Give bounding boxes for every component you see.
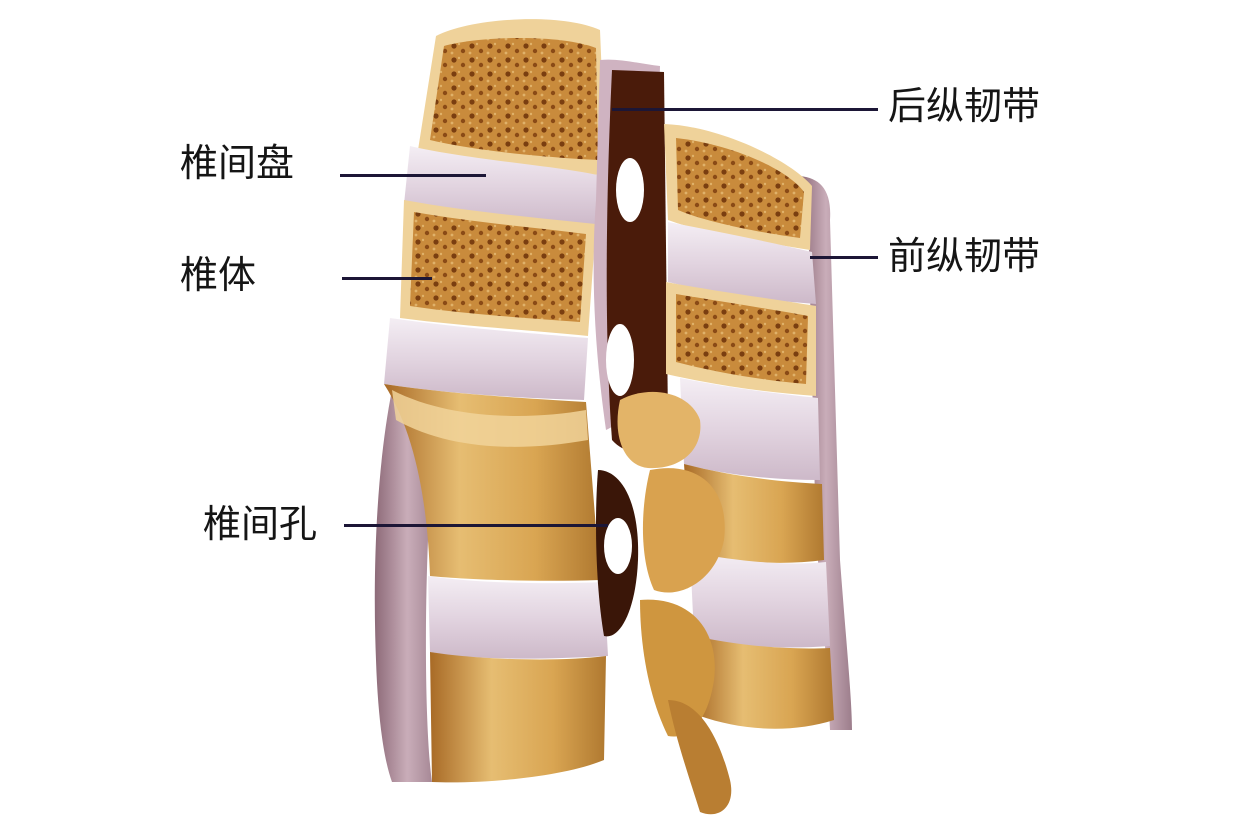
disc-3 [428,576,608,659]
right-vertebra-2-spongy [676,294,808,384]
vertebra-2-spongy [410,212,586,322]
leader-line-intervertebral-disc [340,174,486,177]
leader-line-vertebral-body [342,277,432,280]
articular-process-upper [617,391,701,469]
articular-process-mid [642,468,725,593]
vertebra-4 [430,652,606,783]
right-vertebra-1-spongy [676,138,804,238]
right-disc-2 [680,378,820,480]
leader-line-intervertebral-foramen [344,524,608,527]
label-intervertebral-foramen: 椎间孔 [203,502,318,546]
spinous-process-tail [668,700,732,815]
canal-opening-1 [616,158,644,222]
intervertebral-foramen-opening [604,518,632,574]
vertebra-1-spongy [430,38,598,160]
label-vertebral-body: 椎体 [180,253,257,297]
articular-process-lower [640,599,715,737]
right-vertebra-4 [694,636,834,729]
leader-line-anterior-ligament [810,256,878,259]
canal-opening-2 [606,324,634,396]
disc-1 [404,146,602,226]
label-posterior-longitudinal-ligament: 后纵韧带 [888,84,1041,128]
disc-2 [384,318,588,400]
right-disc-3 [690,552,830,648]
vertebra-3-rim [392,390,588,447]
label-anterior-longitudinal-ligament: 前纵韧带 [888,234,1041,278]
leader-line-posterior-ligament [612,108,878,111]
label-intervertebral-disc: 椎间盘 [180,141,295,185]
right-disc-1 [668,222,816,304]
